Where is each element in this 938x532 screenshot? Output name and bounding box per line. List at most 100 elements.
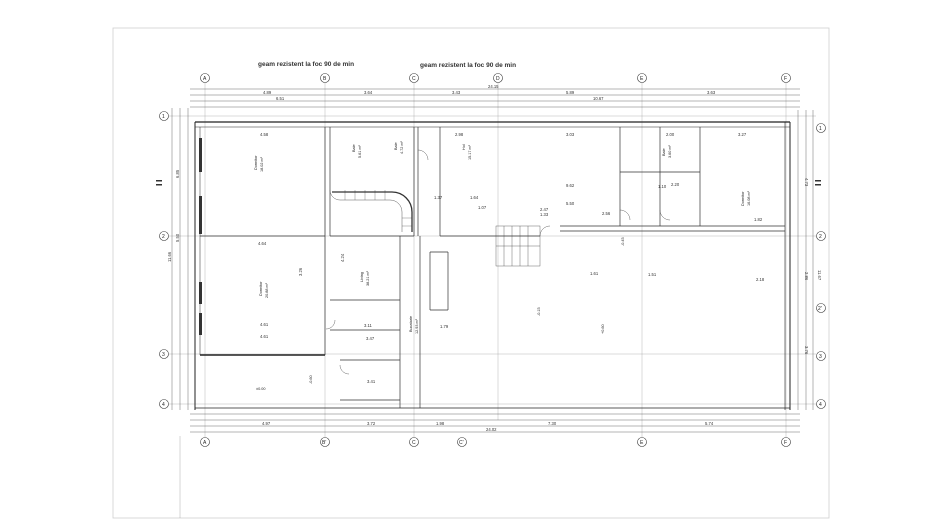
axis-label-bottom-A: A xyxy=(203,440,207,446)
room-name-dormitor-1: Dormitor xyxy=(254,155,258,170)
top-dimension-seg-1: 4.89 xyxy=(263,90,272,95)
dim-4-64: 4.64 xyxy=(258,241,267,246)
interior-walls xyxy=(200,127,785,408)
top-dimension-seg-3: 3.43 xyxy=(452,90,461,95)
room-area-bucatarie: 12.93 m² xyxy=(415,318,419,334)
dim-2-20: 2.20 xyxy=(671,182,680,187)
top-dimension-sub-1: 6.51 xyxy=(276,96,285,101)
axis-label-top-A: A xyxy=(203,76,207,82)
bottom-axis-bubbles: A B' C C' E F xyxy=(200,437,791,447)
dim-2-18: 2.18 xyxy=(756,277,765,282)
dim-3-03: 3.03 xyxy=(566,132,575,137)
room-name-hol: Hol xyxy=(462,144,466,150)
top-axis-bubbles: A B C D E F xyxy=(200,73,791,83)
dim-2-00: 2.00 xyxy=(666,132,675,137)
fire-glass-note-left: geam rezistent la foc 90 de min xyxy=(258,61,354,68)
right-total-dimension: 11.67 xyxy=(817,270,822,281)
dim-4-58: 4.58 xyxy=(260,132,269,137)
room-labels: Dormitor 18.02 m² Dormitor 20.88 m² Livi… xyxy=(254,140,751,334)
room-area-dormitor-3: 16.08 m² xyxy=(747,190,751,206)
bottom-dimension-seg-5: 5.74 xyxy=(705,421,714,426)
right-axis-bubbles: 1 2 2' 3 4 xyxy=(816,123,826,409)
axis-label-left-4: 4 xyxy=(162,402,165,408)
top-dimension-seg-2: 3.64 xyxy=(364,90,373,95)
dim-3-47: 3.47 xyxy=(366,336,375,341)
room-name-dormitor-2: Dormitor xyxy=(259,281,263,296)
level-marker-5: -0.45 xyxy=(621,237,625,246)
right-dimension-seg-2: 2.86 xyxy=(804,272,809,281)
level-marker-2: -0.60 xyxy=(309,375,313,384)
room-name-bucatarie: Bucatarie xyxy=(409,316,413,332)
left-axis-bubbles: 1 2 3 4 xyxy=(159,111,169,409)
top-dimension-seg-5: 3.63 xyxy=(707,90,716,95)
room-name-dormitor-3: Dormitor xyxy=(741,191,745,206)
room-name-living: Living xyxy=(360,272,364,282)
fire-glass-note-right: geam rezistent la foc 90 de min xyxy=(420,62,516,69)
left-dimension-seg-2: 5.50 xyxy=(175,233,180,242)
room-name-baie-2: Baie xyxy=(394,142,398,150)
dim-4-24: 4.24 xyxy=(340,253,345,262)
level-marker-1: ±0.00 xyxy=(256,387,265,391)
bottom-dimension-seg-1: 4.97 xyxy=(262,421,271,426)
dim-5-50: 5.50 xyxy=(566,201,575,206)
axis-label-right-1: 1 xyxy=(819,126,822,132)
axis-label-bottom-C-prime: C' xyxy=(459,440,464,446)
axis-label-bottom-E: E xyxy=(640,440,644,446)
bottom-dimension-seg-2: 3.72 xyxy=(367,421,376,426)
room-name-baie-1: Baie xyxy=(352,144,356,152)
left-dimension-lines xyxy=(171,108,189,410)
dim-1-33: 1.33 xyxy=(540,212,549,217)
axis-label-bottom-B-prime: B' xyxy=(322,440,326,446)
top-total-dimension: 24.15 xyxy=(488,84,499,89)
section-markers xyxy=(156,180,821,186)
level-marker-4: +0.60 xyxy=(601,324,605,334)
dim-3-26: 3.26 xyxy=(298,267,303,276)
axis-label-right-3: 3 xyxy=(819,354,822,360)
main-staircase xyxy=(495,225,541,267)
dim-2-47: 2.47 xyxy=(540,207,549,212)
axis-label-bottom-F: F xyxy=(784,440,787,446)
dim-1-64: 1.64 xyxy=(470,195,479,200)
bottom-dimension-seg-4: 7.30 xyxy=(548,421,557,426)
dim-4-61-a: 4.61 xyxy=(260,322,269,327)
top-dimension-lines xyxy=(190,88,800,108)
left-dimension-seg-1: 6.85 xyxy=(175,169,180,178)
room-name-baie-3: Baie xyxy=(662,148,666,156)
dim-3-27: 3.27 xyxy=(738,132,747,137)
axis-label-bottom-C: C xyxy=(412,440,416,446)
top-dimension-sub-2: 10.67 xyxy=(593,96,604,101)
room-area-baie-1: 5.61 m² xyxy=(358,144,362,158)
dim-3-41: 3.41 xyxy=(367,379,376,384)
axis-label-top-C: C xyxy=(412,76,416,82)
room-area-living: 38.21 m² xyxy=(366,270,370,286)
axis-label-right-2-prime: 2' xyxy=(818,306,822,312)
axis-label-top-B: B xyxy=(323,76,327,82)
axis-label-top-D: D xyxy=(496,76,500,82)
dim-1-51: 1.51 xyxy=(648,272,657,277)
room-area-dormitor-1: 18.02 m² xyxy=(260,156,264,172)
right-dimension-lines xyxy=(797,110,814,410)
dim-1-79: 1.79 xyxy=(440,324,449,329)
dim-4-61-b: 4.61 xyxy=(260,334,269,339)
axis-label-left-1: 1 xyxy=(162,114,165,120)
left-windows xyxy=(199,138,202,335)
level-markers: ±0.00 -0.60 -0.15 +0.60 -0.45 xyxy=(256,237,625,391)
axis-label-right-4: 4 xyxy=(819,402,822,408)
dim-3-11: 3.11 xyxy=(364,323,373,328)
dim-1-37: 1.37 xyxy=(434,195,443,200)
dim-2-56: 2.56 xyxy=(602,211,611,216)
interior-dimensions: 4.58 4.64 4.61 4.61 3.47 3.41 2.98 1.79 … xyxy=(258,132,765,384)
bottom-total-dimension: 24.02 xyxy=(486,427,497,432)
room-area-hol: 15.17 m² xyxy=(468,144,472,160)
axis-label-right-2: 2 xyxy=(819,234,822,240)
axis-label-left-3: 3 xyxy=(162,352,165,358)
dim-1-82: 1.82 xyxy=(754,217,763,222)
dim-1-07: 1.07 xyxy=(478,205,487,210)
outer-walls xyxy=(194,121,791,410)
left-total-dimension: 11.66 xyxy=(167,251,172,262)
room-area-baie-3: 3.60 m² xyxy=(668,144,672,158)
sheet-border xyxy=(112,27,830,519)
axis-label-top-F: F xyxy=(784,76,787,82)
